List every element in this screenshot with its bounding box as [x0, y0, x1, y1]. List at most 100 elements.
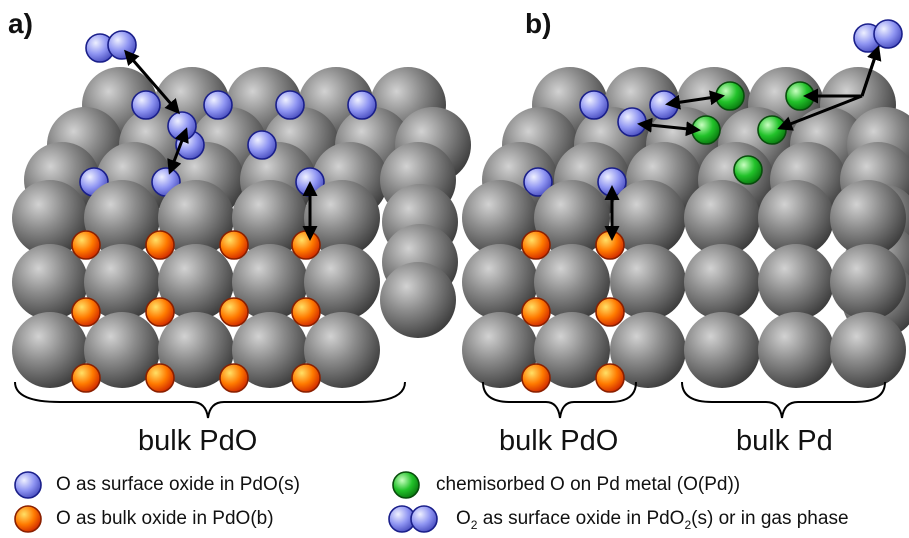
legend-chemisorbed-icon	[392, 471, 420, 499]
pd-atom	[534, 312, 610, 388]
pd-atom	[758, 244, 834, 320]
pd-atom	[534, 244, 610, 320]
bulk-oxide-o	[595, 297, 625, 327]
bulk-oxide-o	[219, 363, 249, 393]
pd-atom	[304, 180, 380, 256]
pd-atom	[12, 244, 88, 320]
arrow-o2-desorb-b	[860, 45, 882, 97]
surface-oxide-o	[347, 90, 377, 120]
pd-atom	[232, 180, 308, 256]
braces	[14, 381, 886, 419]
pd-atom	[232, 312, 308, 388]
legend-surface-oxide: O as surface oxide in PdO(s)	[48, 474, 300, 496]
legend-surface-oxide-icon	[14, 471, 42, 499]
bulk-oxide-o	[145, 230, 175, 260]
pd-atom	[462, 244, 538, 320]
legend-bulk-oxide-icon	[14, 505, 42, 533]
pd-atom	[462, 180, 538, 256]
legend-icons	[14, 471, 438, 533]
arrow-o2-adsorption-a	[124, 49, 180, 115]
pd-atom	[684, 180, 760, 256]
chemisorbed-o	[733, 155, 763, 185]
bulk-oxide-o	[219, 297, 249, 327]
legend-chemisorbed: chemisorbed O on Pd metal (O(Pd))	[428, 474, 740, 496]
pd-atom	[84, 244, 160, 320]
pd-atom	[684, 312, 760, 388]
bulk-oxide-o	[521, 297, 551, 327]
bulk-oxide-o	[291, 363, 321, 393]
legend-bulk-oxide-text: O as bulk oxide in PdO(b)	[56, 508, 274, 529]
pd-atom	[380, 262, 456, 338]
panel-b-atoms	[462, 19, 909, 393]
bulk-oxide-o	[521, 363, 551, 393]
surface-oxide-o	[203, 90, 233, 120]
legend-o2: O2 as surface oxide in PdO2(s) or in gas…	[448, 508, 849, 532]
legend-bulk-oxide: O as bulk oxide in PdO(b)	[48, 508, 274, 530]
bulk-pdo-label-a: bulk PdO	[138, 425, 258, 457]
pd-atom	[830, 180, 906, 256]
legend-o2-mid: as surface oxide in PdO	[477, 508, 685, 529]
diffusion-arrows	[124, 45, 882, 241]
legend-chemisorbed-text: chemisorbed O on Pd metal (O(Pd))	[436, 474, 741, 495]
bulk-oxide-o	[521, 230, 551, 260]
pd-atom	[158, 312, 234, 388]
legend-surface-oxide-text: O as surface oxide in PdO(s)	[56, 474, 300, 495]
pd-atom	[610, 312, 686, 388]
pd-atom	[684, 244, 760, 320]
panel-b-label: b)	[525, 8, 552, 39]
pd-atom	[12, 312, 88, 388]
bulk-oxide-o	[145, 363, 175, 393]
pd-atom	[758, 312, 834, 388]
surface-oxide-o	[247, 130, 277, 160]
brace-bulk-pd-b	[681, 381, 886, 419]
bulk-oxide-o	[145, 297, 175, 327]
panel-a-atoms	[12, 30, 471, 393]
pd-atom	[304, 244, 380, 320]
arrow-spillover-b2	[637, 117, 701, 137]
bulk-oxide-o	[291, 230, 321, 260]
pd-atom	[158, 180, 234, 256]
bulk-oxide-o	[595, 230, 625, 260]
pd-atom	[84, 312, 160, 388]
bulk-oxide-o	[71, 297, 101, 327]
pd-atom	[232, 244, 308, 320]
bulk-pd-label-b: bulk Pd	[736, 425, 833, 457]
brace-bulk-pdo-a	[14, 381, 406, 419]
surface-oxide-o	[275, 90, 305, 120]
bulk-oxide-o	[71, 230, 101, 260]
surface-oxide-o	[579, 90, 609, 120]
arrow-spillover-b1	[665, 90, 725, 110]
pd-atom	[830, 244, 906, 320]
pd-atom	[304, 312, 380, 388]
pd-atom	[84, 180, 160, 256]
legend-o2-icon	[410, 505, 438, 533]
o2-atom	[873, 19, 903, 49]
bulk-oxide-o	[71, 363, 101, 393]
pd-atom	[462, 312, 538, 388]
surface-oxide-o	[617, 107, 647, 137]
pd-atom	[758, 180, 834, 256]
pd-atom	[534, 180, 610, 256]
surface-oxide-o	[649, 90, 679, 120]
bulk-oxide-o	[595, 363, 625, 393]
bulk-oxide-o	[291, 297, 321, 327]
legend-o2-text: O2 as surface oxide in PdO2(s) or in gas…	[456, 508, 849, 532]
surface-oxide-o	[167, 111, 197, 141]
panel-a-label: a)	[8, 8, 33, 39]
pd-atom	[610, 180, 686, 256]
arrow-surface-diffusion-a	[167, 127, 189, 175]
legend-o2-sub1: 2	[470, 517, 478, 532]
legend-o2-prefix: O	[456, 508, 471, 529]
bulk-pdo-label-b: bulk PdO	[499, 425, 619, 457]
bulk-oxide-o	[219, 230, 249, 260]
o2-atom	[107, 30, 137, 60]
surface-oxide-o	[523, 167, 553, 197]
pd-atom	[830, 312, 906, 388]
chemisorbed-o	[757, 115, 787, 145]
legend-o2-suffix: (s) or in gas phase	[691, 508, 849, 529]
arrow-o2-to-o-b2	[777, 94, 863, 131]
surface-oxide-o	[131, 90, 161, 120]
pd-atom	[158, 244, 234, 320]
pd-atom	[12, 180, 88, 256]
